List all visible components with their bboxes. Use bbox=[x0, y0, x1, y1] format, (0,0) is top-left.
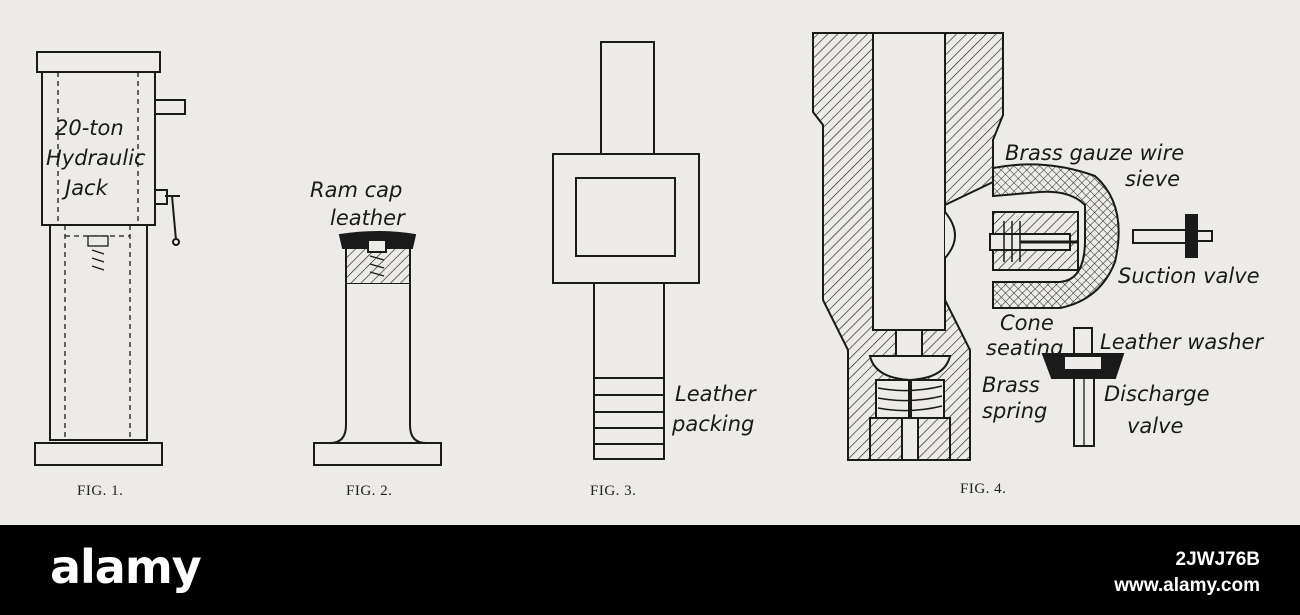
diagram-canvas: 20-ton Hydraulic Jack FIG. 1. Ram cap le… bbox=[34, 32, 1264, 499]
fig4-label-washer: Leather washer bbox=[1100, 330, 1264, 354]
fig1-label-line3: Jack bbox=[61, 176, 109, 200]
image-id: 2JWJ76B bbox=[1175, 549, 1261, 570]
discharge-valve-drawing bbox=[1041, 327, 1125, 447]
fig4-label-cone-line1: Cone bbox=[1000, 311, 1054, 335]
fig1-label-line2: Hydraulic bbox=[46, 146, 146, 170]
fig2-caption: FIG. 2. bbox=[346, 483, 392, 499]
fig4-label-cone-line2: seating bbox=[986, 336, 1063, 360]
fig2-label-line1: Ram cap bbox=[310, 178, 402, 202]
watermark-meta: 2JWJ76B www.alamy.com bbox=[1114, 548, 1260, 600]
fig3-label-line2: packing bbox=[671, 412, 754, 436]
fig4-label-spring-line2: spring bbox=[982, 399, 1047, 423]
fig4-label-discharge-line1: Discharge bbox=[1104, 382, 1210, 406]
fig1-jack-drawing bbox=[34, 51, 186, 466]
illustration-plate: 20-ton Hydraulic Jack FIG. 1. Ram cap le… bbox=[0, 0, 1300, 525]
suction-valve-drawing bbox=[1132, 214, 1213, 258]
watermark-site: www.alamy.com bbox=[1114, 575, 1260, 596]
fig4-label-suction: Suction valve bbox=[1118, 264, 1260, 288]
fig2-ram-drawing bbox=[313, 231, 442, 466]
fig4-label-spring-line1: Brass bbox=[982, 373, 1040, 397]
fig3-caption: FIG. 3. bbox=[590, 483, 636, 499]
fig3-label-line1: Leather bbox=[675, 382, 757, 406]
fig4-pump-section-drawing bbox=[812, 32, 1120, 461]
fig4-caption: FIG. 4. bbox=[960, 481, 1006, 497]
fig2-label-line2: leather bbox=[330, 206, 406, 230]
fig3-packing-drawing bbox=[552, 41, 700, 460]
fig1-label-line1: 20-ton bbox=[55, 116, 124, 140]
fig4-label-gauze-line1: Brass gauze wire bbox=[1005, 141, 1184, 165]
fig4-label-gauze-line2: sieve bbox=[1125, 167, 1180, 191]
watermark-logo: alamy bbox=[50, 540, 202, 594]
watermark-footer bbox=[0, 525, 1300, 615]
fig4-label-discharge-line2: valve bbox=[1127, 414, 1183, 438]
fig1-caption: FIG. 1. bbox=[77, 483, 123, 499]
